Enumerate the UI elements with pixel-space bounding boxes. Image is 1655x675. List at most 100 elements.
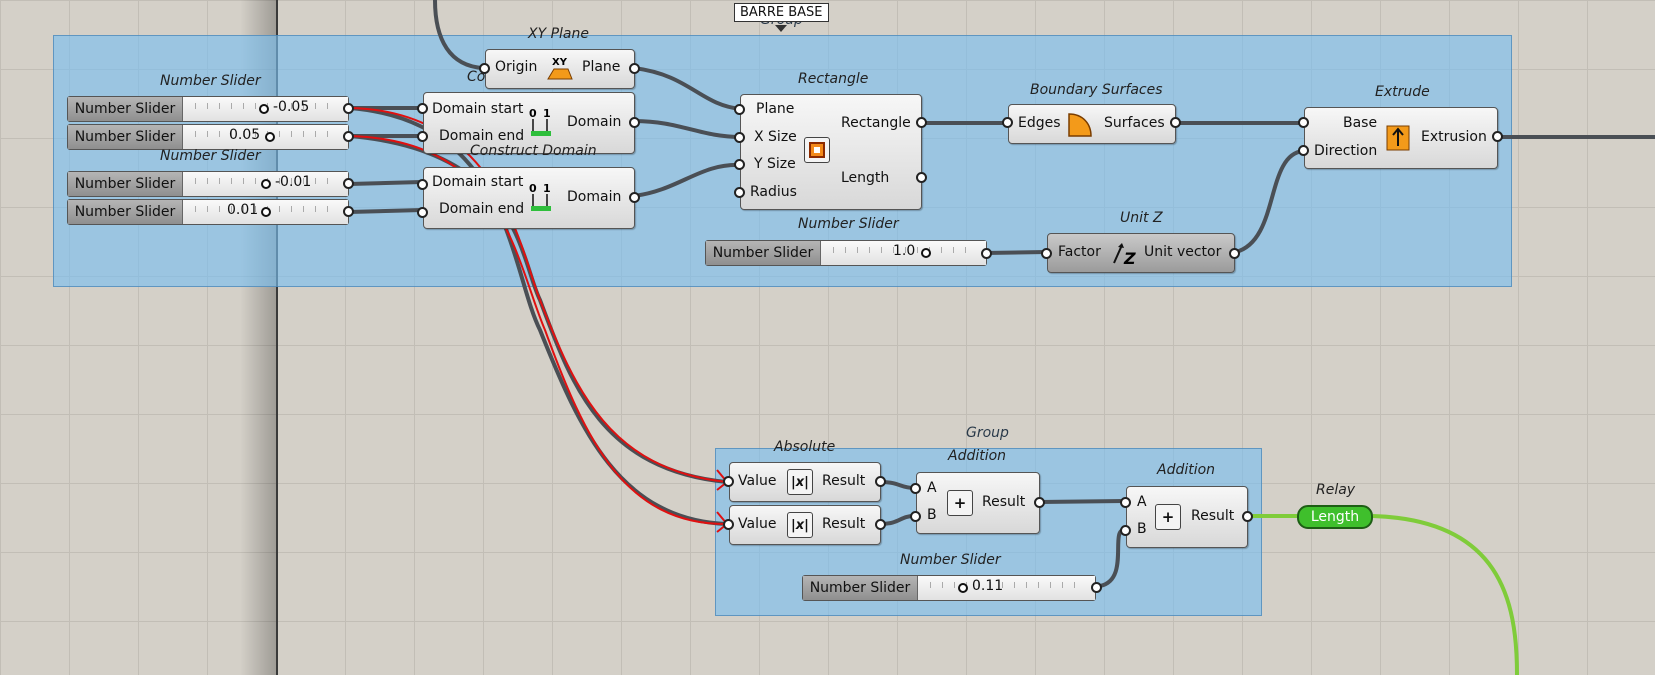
port-dot[interactable] <box>417 179 428 190</box>
addition-1-component[interactable]: A B + Result <box>916 472 1040 534</box>
extrude-input-direction: Direction <box>1314 143 1378 159</box>
addition-2-input-b: B <box>1137 521 1147 537</box>
slider-knob[interactable] <box>265 132 275 142</box>
domain2-output-domain: Domain <box>567 189 622 205</box>
port-dot[interactable] <box>1229 248 1240 259</box>
number-slider-2[interactable]: Number Slider 0.05 <box>67 124 349 150</box>
port-dot[interactable] <box>723 476 734 487</box>
port-dot[interactable] <box>629 192 640 203</box>
slider-track[interactable]: 0.05 <box>183 125 348 149</box>
boundary-surfaces-component[interactable]: Edges Surfaces <box>1008 104 1176 144</box>
number-slider-5[interactable]: Number Slider 1.0 <box>705 240 987 266</box>
port-dot[interactable] <box>1120 497 1131 508</box>
slider-track[interactable]: 0.01 <box>183 200 348 224</box>
slider-label: Number Slider <box>68 97 183 121</box>
port-dot[interactable] <box>916 117 927 128</box>
port-dot[interactable] <box>1492 131 1503 142</box>
port-dot[interactable] <box>1170 117 1181 128</box>
rectangle-output-length: Length <box>841 170 890 186</box>
slider-track[interactable]: -0.01 <box>183 172 348 196</box>
port-dot[interactable] <box>343 206 354 217</box>
canvas-edge <box>276 0 278 675</box>
port-dot[interactable] <box>734 132 745 143</box>
port-dot[interactable] <box>734 187 745 198</box>
slider-knob[interactable] <box>261 179 271 189</box>
addition-1-input-b: B <box>927 507 937 523</box>
port-dot[interactable] <box>1242 511 1253 522</box>
port-dot[interactable] <box>981 248 992 259</box>
tooltip-barre-base: BARRE BASE <box>734 3 829 22</box>
unit-z-component[interactable]: Factor Z Unit vector <box>1047 233 1235 273</box>
port-dot[interactable] <box>629 63 640 74</box>
slider-knob[interactable] <box>958 583 968 593</box>
tooltip-pointer <box>775 25 787 32</box>
slider-track[interactable]: 0.11 <box>918 576 1095 600</box>
port-dot[interactable] <box>1298 117 1309 128</box>
number-slider-3[interactable]: Number Slider -0.01 <box>67 171 349 197</box>
port-dot[interactable] <box>629 117 640 128</box>
rectangle-input-ysize: Y Size <box>754 156 796 172</box>
port-dot[interactable] <box>343 103 354 114</box>
slider-knob[interactable] <box>921 248 931 258</box>
unit-z-output-unit-vector: Unit vector <box>1144 244 1222 260</box>
slider-value: 0.11 <box>972 578 1004 594</box>
slider-value: -0.01 <box>275 174 312 190</box>
port-dot[interactable] <box>479 63 490 74</box>
port-dot[interactable] <box>875 519 886 530</box>
boundary-output-surfaces: Surfaces <box>1104 115 1165 131</box>
port-dot[interactable] <box>734 159 745 170</box>
xy-plane-icon: XY <box>546 55 574 81</box>
port-dot[interactable] <box>723 519 734 530</box>
number-slider-6[interactable]: Number Slider 0.11 <box>802 575 1096 601</box>
number-slider-1[interactable]: Number Slider -0.05 <box>67 96 349 122</box>
domain1-input-start: Domain start <box>432 101 524 117</box>
port-dot[interactable] <box>910 483 921 494</box>
port-dot[interactable] <box>1002 117 1013 128</box>
svg-text:XY: XY <box>552 57 568 68</box>
slider-value: -0.05 <box>273 99 310 115</box>
slider-knob[interactable] <box>261 207 271 217</box>
port-dot[interactable] <box>417 103 428 114</box>
port-dot[interactable] <box>1041 248 1052 259</box>
plus-icon: + <box>1155 504 1181 530</box>
slider-track[interactable]: -0.05 <box>183 97 348 121</box>
absolute-1-component[interactable]: Value |x| Result <box>729 462 881 502</box>
boundary-input-edges: Edges <box>1018 115 1061 131</box>
slider-track[interactable]: 1.0 <box>821 241 986 265</box>
relay-length[interactable]: Length <box>1297 505 1373 529</box>
xy-plane-title: XY Plane <box>528 26 589 42</box>
slider-label: Number Slider <box>68 200 183 224</box>
domain1-input-end: Domain end <box>439 128 525 144</box>
port-dot[interactable] <box>1091 582 1102 593</box>
port-dot[interactable] <box>343 131 354 142</box>
port-dot[interactable] <box>1034 497 1045 508</box>
port-dot[interactable] <box>417 131 428 142</box>
relay-title: Relay <box>1316 482 1356 498</box>
port-dot[interactable] <box>916 172 927 183</box>
port-dot[interactable] <box>1298 145 1309 156</box>
port-dot[interactable] <box>734 104 745 115</box>
absolute-2-component[interactable]: Value |x| Result <box>729 505 881 545</box>
addition-2-component[interactable]: A B + Result <box>1126 486 1248 548</box>
slider-ticks <box>833 247 974 253</box>
slider-knob[interactable] <box>259 104 269 114</box>
svg-text:1: 1 <box>543 107 551 120</box>
boundary-surface-icon <box>1065 110 1095 138</box>
slider-label: Number Slider <box>68 172 183 196</box>
extrude-component[interactable]: Base Direction Extrusion <box>1304 107 1498 169</box>
port-dot[interactable] <box>1120 525 1131 536</box>
domain2-input-end: Domain end <box>439 201 525 217</box>
rectangle-component[interactable]: Plane X Size Y Size Radius Rectangle Len… <box>740 94 922 210</box>
boundary-surfaces-title: Boundary Surfaces <box>1030 82 1163 98</box>
port-dot[interactable] <box>910 511 921 522</box>
number-slider-4[interactable]: Number Slider 0.01 <box>67 199 349 225</box>
port-dot[interactable] <box>417 207 428 218</box>
port-dot[interactable] <box>875 476 886 487</box>
addition-1-input-a: A <box>927 480 937 496</box>
port-dot[interactable] <box>343 178 354 189</box>
xy-plane-component[interactable]: Origin XY Plane <box>485 49 635 89</box>
